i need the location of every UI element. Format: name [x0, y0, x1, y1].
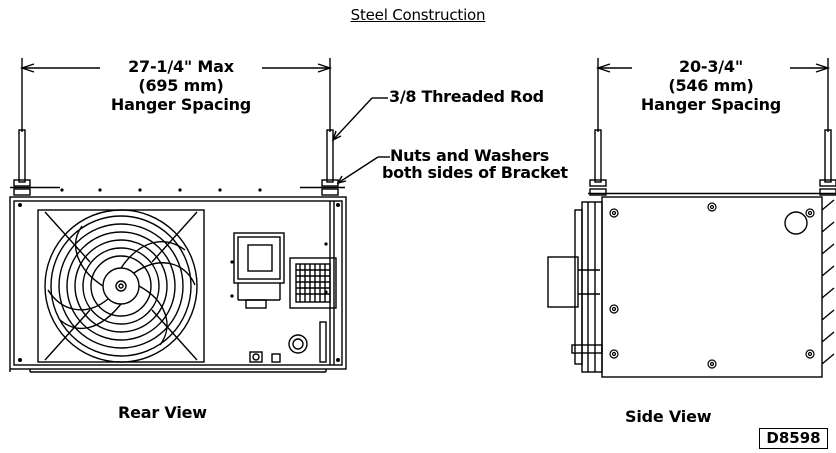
side-dimension-caption: Hanger Spacing — [640, 95, 782, 114]
control-panel — [245, 299, 327, 363]
junction-box — [233, 232, 285, 301]
rear-hanger-spacing: 27-1/4" Max (695 mm) Hanger Spacing — [96, 57, 266, 114]
rear-dimension-line — [19, 58, 333, 132]
fasteners — [18, 188, 340, 362]
rear-dimension-metric: (695 mm) — [138, 76, 224, 95]
side-dimension-metric: (546 mm) — [668, 76, 754, 95]
drawing-title: Steel Construction — [350, 6, 486, 24]
side-view-label: Side View — [625, 407, 712, 426]
nuts-callout-line1: Nuts and Washers — [390, 146, 549, 165]
nuts-washers-callout: Nuts and Washers both sides of Bracket — [382, 146, 568, 182]
side-hanger-spacing: 20-3/4" (546 mm) Hanger Spacing — [636, 57, 786, 114]
threaded-rod-callout: 3/8 Threaded Rod — [389, 87, 544, 106]
rear-dimension-value: 27-1/4" Max — [128, 57, 234, 76]
rear-view-label: Rear View — [118, 403, 207, 422]
vent-grille — [289, 257, 337, 309]
side-dimension-line — [595, 58, 831, 132]
side-cabinet — [547, 196, 823, 378]
fan-assembly — [37, 209, 205, 363]
nuts-callout-line2: both sides of Bracket — [382, 162, 568, 182]
callout-leaders — [331, 97, 390, 185]
rear-dimension-caption: Hanger Spacing — [110, 95, 252, 114]
rear-housing — [9, 196, 347, 373]
side-fasteners — [609, 202, 815, 369]
side-dimension-value: 20-3/4" — [679, 57, 743, 76]
side-threaded-rods — [588, 129, 836, 196]
drawing-number: D8598 — [759, 428, 828, 449]
rear-threaded-rods — [10, 129, 345, 196]
wall-hatching — [821, 199, 835, 365]
